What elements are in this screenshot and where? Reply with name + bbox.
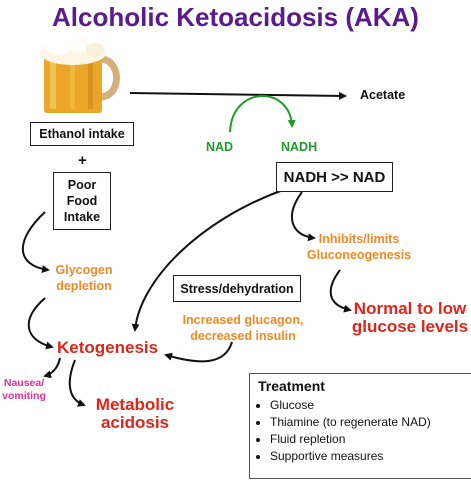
inhibits-line-1: Inhibits/limits [318,232,400,246]
metabolic-acidosis-label: Metabolic acidosis [85,396,185,432]
poor-food-label-3: Intake [63,210,101,225]
plus-sign: + [78,152,87,169]
acidosis-line-1: Metabolic [95,395,175,414]
glucagon-line-2: decreased insulin [190,329,296,344]
arrow-ketogenesis-acidosis [68,359,86,407]
arrow-ketogenesis-nausea [43,357,61,379]
arrow-food-glycogen [21,211,50,274]
glucagon-insulin-label: Increased glucagon, decreased insulin [178,312,308,345]
glycogen-depletion-label: Glycogen depletion [50,262,118,295]
glycogen-line-1: Glycogen [55,263,113,277]
glucose-line-2: glucose levels [351,316,469,336]
ketogenesis-label: Ketogenesis [57,338,159,357]
nausea-line-2: vomiting [2,390,46,403]
arrow-glycogen-ketogenesis [27,297,54,350]
normal-low-glucose-label: Normal to low glucose levels [348,300,471,336]
treatment-item: Glucose [270,397,464,414]
inhibits-line-2: Gluconeogenesis [306,248,412,263]
poor-food-intake-box: Poor Food Intake [53,172,111,230]
ethanol-intake-label: Ethanol intake [39,127,125,141]
treatment-box: Treatment Glucose Thiamine (to regenerat… [249,373,471,479]
treatment-item: Supportive measures [270,448,464,465]
nadh-label: NADH [281,140,318,154]
stress-dehydration-box: Stress/dehydration [173,275,301,302]
acidosis-line-2: acidosis [100,412,170,432]
arrow-inhibits-glucose [329,269,352,313]
stress-dehydration-label: Stress/dehydration [180,281,294,296]
treatment-item: Thiamine (to regenerate NAD) [270,414,464,431]
glucose-line-1: Normal to low [353,299,467,318]
nadh-ratio-label: NADH >> NAD [283,168,386,186]
arrow-nad-nadh [229,95,296,133]
nad-label: NAD [206,140,234,154]
inhibits-gluconeogenesis-label: Inhibits/limits Gluconeogenesis [306,231,412,264]
nausea-vomiting-label: Nausea/ vomiting [0,377,48,403]
glucagon-line-1: Increased glucagon, [182,313,304,327]
treatment-heading: Treatment [258,378,325,394]
acetate-label: Acetate [360,88,406,102]
treatment-item: Fluid repletion [270,431,464,448]
page-title: Alcoholic Ketoacidosis (AKA) [52,2,419,32]
poor-food-label-1: Poor [67,177,97,192]
poor-food-label-2: Food [66,193,98,208]
treatment-list: Glucose Thiamine (to regenerate NAD) Flu… [258,397,464,465]
nausea-line-1: Nausea/ [3,377,45,389]
ethanol-intake-box: Ethanol intake [30,122,134,146]
arrow-nadh-ketogenesis [131,189,284,332]
nadh-ratio-box: NADH >> NAD [276,162,393,192]
arrow-nadh-inhibits [291,191,316,242]
beer-mug-icon [40,37,120,113]
glycogen-line-2: depletion [56,279,112,294]
arrow-ethanol-acetate [129,91,347,100]
arrow-glucagon-ketogenesis [164,341,233,363]
